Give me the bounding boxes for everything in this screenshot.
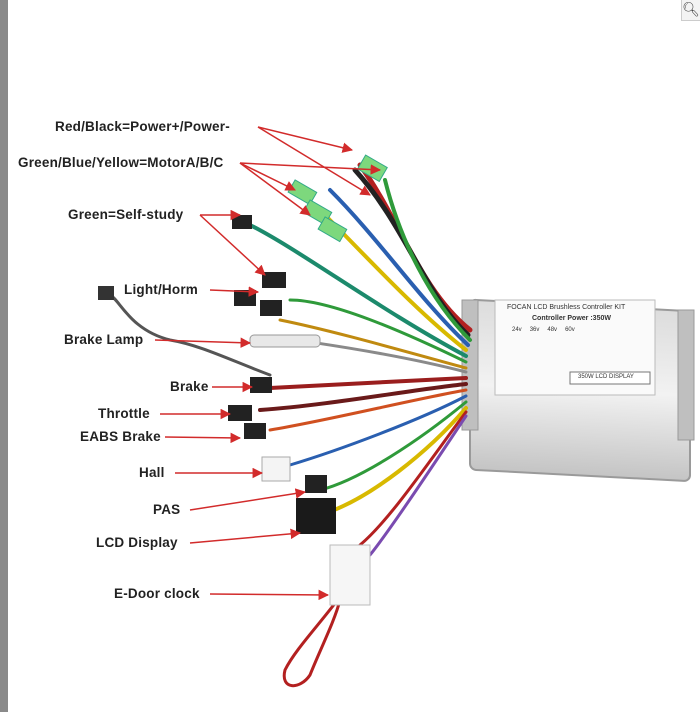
label-pas: PAS (153, 502, 181, 517)
label-power: Red/Black=Power+/Power- (55, 119, 230, 134)
search-icon[interactable]: 🔍︎ (681, 0, 700, 21)
wire-harness (108, 162, 473, 688)
controller-title: FOCAN LCD Brushless Controller KIT (507, 304, 626, 311)
label-eabs-brake: EABS Brake (80, 429, 161, 444)
left-edge-strip (0, 0, 8, 712)
controller-lcd-sticker: 350W LCD DISPLAY (578, 374, 634, 380)
controller-box (461, 298, 695, 482)
label-brake-lamp: Brake Lamp (64, 332, 144, 347)
label-arrows (154, 126, 382, 601)
label-light-horn: Light/Horm (124, 282, 198, 297)
voltage-option: 36v (529, 327, 540, 333)
label-throttle: Throttle (98, 406, 150, 421)
label-hall: Hall (139, 465, 165, 480)
label-self-study: Green=Self-study (68, 207, 184, 222)
label-lcd-display: LCD Display (96, 535, 178, 550)
voltage-option: 60v (565, 327, 575, 333)
label-motor: Green/Blue/Yellow=MotorA/B/C (18, 155, 224, 170)
label-e-door-clock: E-Door clock (114, 586, 200, 601)
voltage-option: 48v (547, 327, 558, 333)
controller-power: Controller Power :350W (532, 315, 611, 322)
label-brake: Brake (170, 379, 209, 394)
voltage-options: 24v 36v 48v 60v (512, 327, 575, 333)
voltage-option: 24v (512, 327, 522, 333)
